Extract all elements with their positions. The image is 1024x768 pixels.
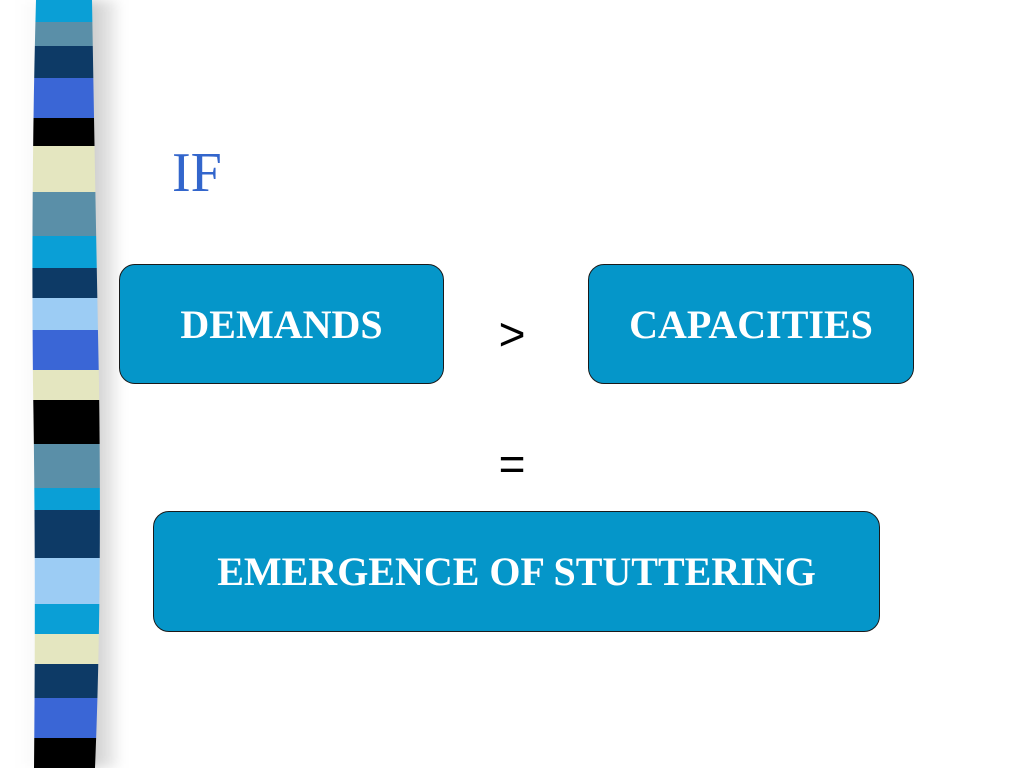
capacities-box: CAPACITIES <box>588 264 914 384</box>
demands-box: DEMANDS <box>119 264 444 384</box>
greater-than-sign: > <box>498 308 526 360</box>
slide-title: IF <box>172 142 222 204</box>
emergence-of-stuttering-box: EMERGENCE OF STUTTERING <box>153 511 880 632</box>
equals-sign: = <box>498 438 526 490</box>
decorative-stripe-bar <box>32 0 100 768</box>
